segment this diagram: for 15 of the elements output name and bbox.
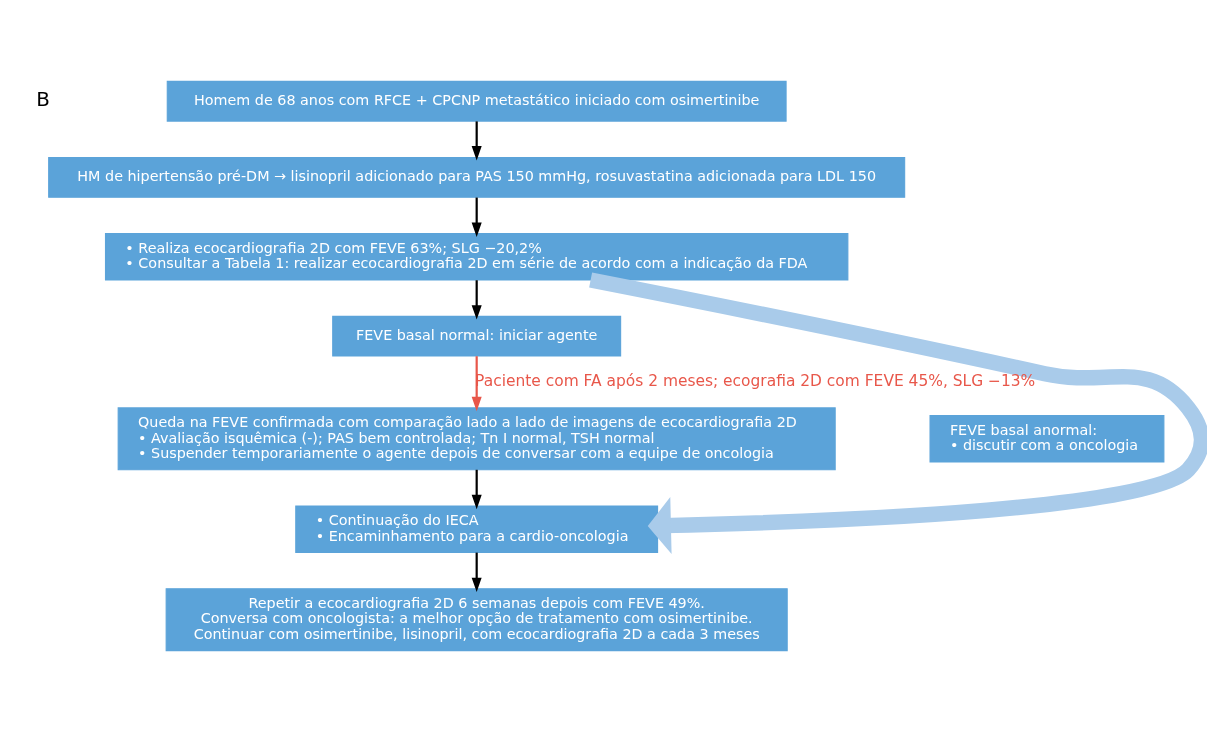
arrow bbox=[471, 197, 482, 237]
arrow bbox=[471, 279, 482, 320]
node-box: Queda na FEVE confirmada com comparação lado a lado de imagens de ecocardiografia 2D • Avaliação isquêmica (-); PAS bem controlada; Tn I normal, TSH normal • Suspender temporariamente o agente depois de conversar com a equipe de oncologia bbox=[117, 406, 836, 470]
arrow bbox=[589, 271, 1207, 554]
node-box: Repetir a ecocardiografia 2D 6 semanas depois com FEVE 49%. Conversa com oncologista: a melhor opção de tratamento com osimertinibe. Continuar com osimertinibe, lisinopril, com ecocardiografia 2D a cada 3 meses bbox=[165, 587, 788, 651]
arrow bbox=[471, 469, 482, 509]
node-box: • Realiza ecocardiografia 2D com FEVE 63%; SLG −20,2% • Consultar a Tabela 1: realizar ecocardiografia 2D em série de acordo com a indicação da FDA bbox=[104, 232, 849, 280]
node-box: HM de hipertensão pré-DM → lisinopril adicionado para PAS 150 mmHg, rosuvastatina adicionada para LDL 150 bbox=[48, 156, 906, 198]
node-box: Homem de 68 anos com RFCE + CPCNP metastático iniciado com osimertinibe bbox=[166, 80, 787, 122]
arrow bbox=[471, 552, 482, 592]
node-box: FEVE basal normal: iniciar agente bbox=[332, 315, 622, 357]
node-box: • Continuação do IECA • Encaminhamento para a cardio-oncologia bbox=[295, 505, 659, 553]
label: B bbox=[36, 87, 50, 111]
node-box: FEVE basal anormal: • discutir com a oncologia bbox=[929, 414, 1165, 463]
arrow bbox=[471, 120, 482, 160]
